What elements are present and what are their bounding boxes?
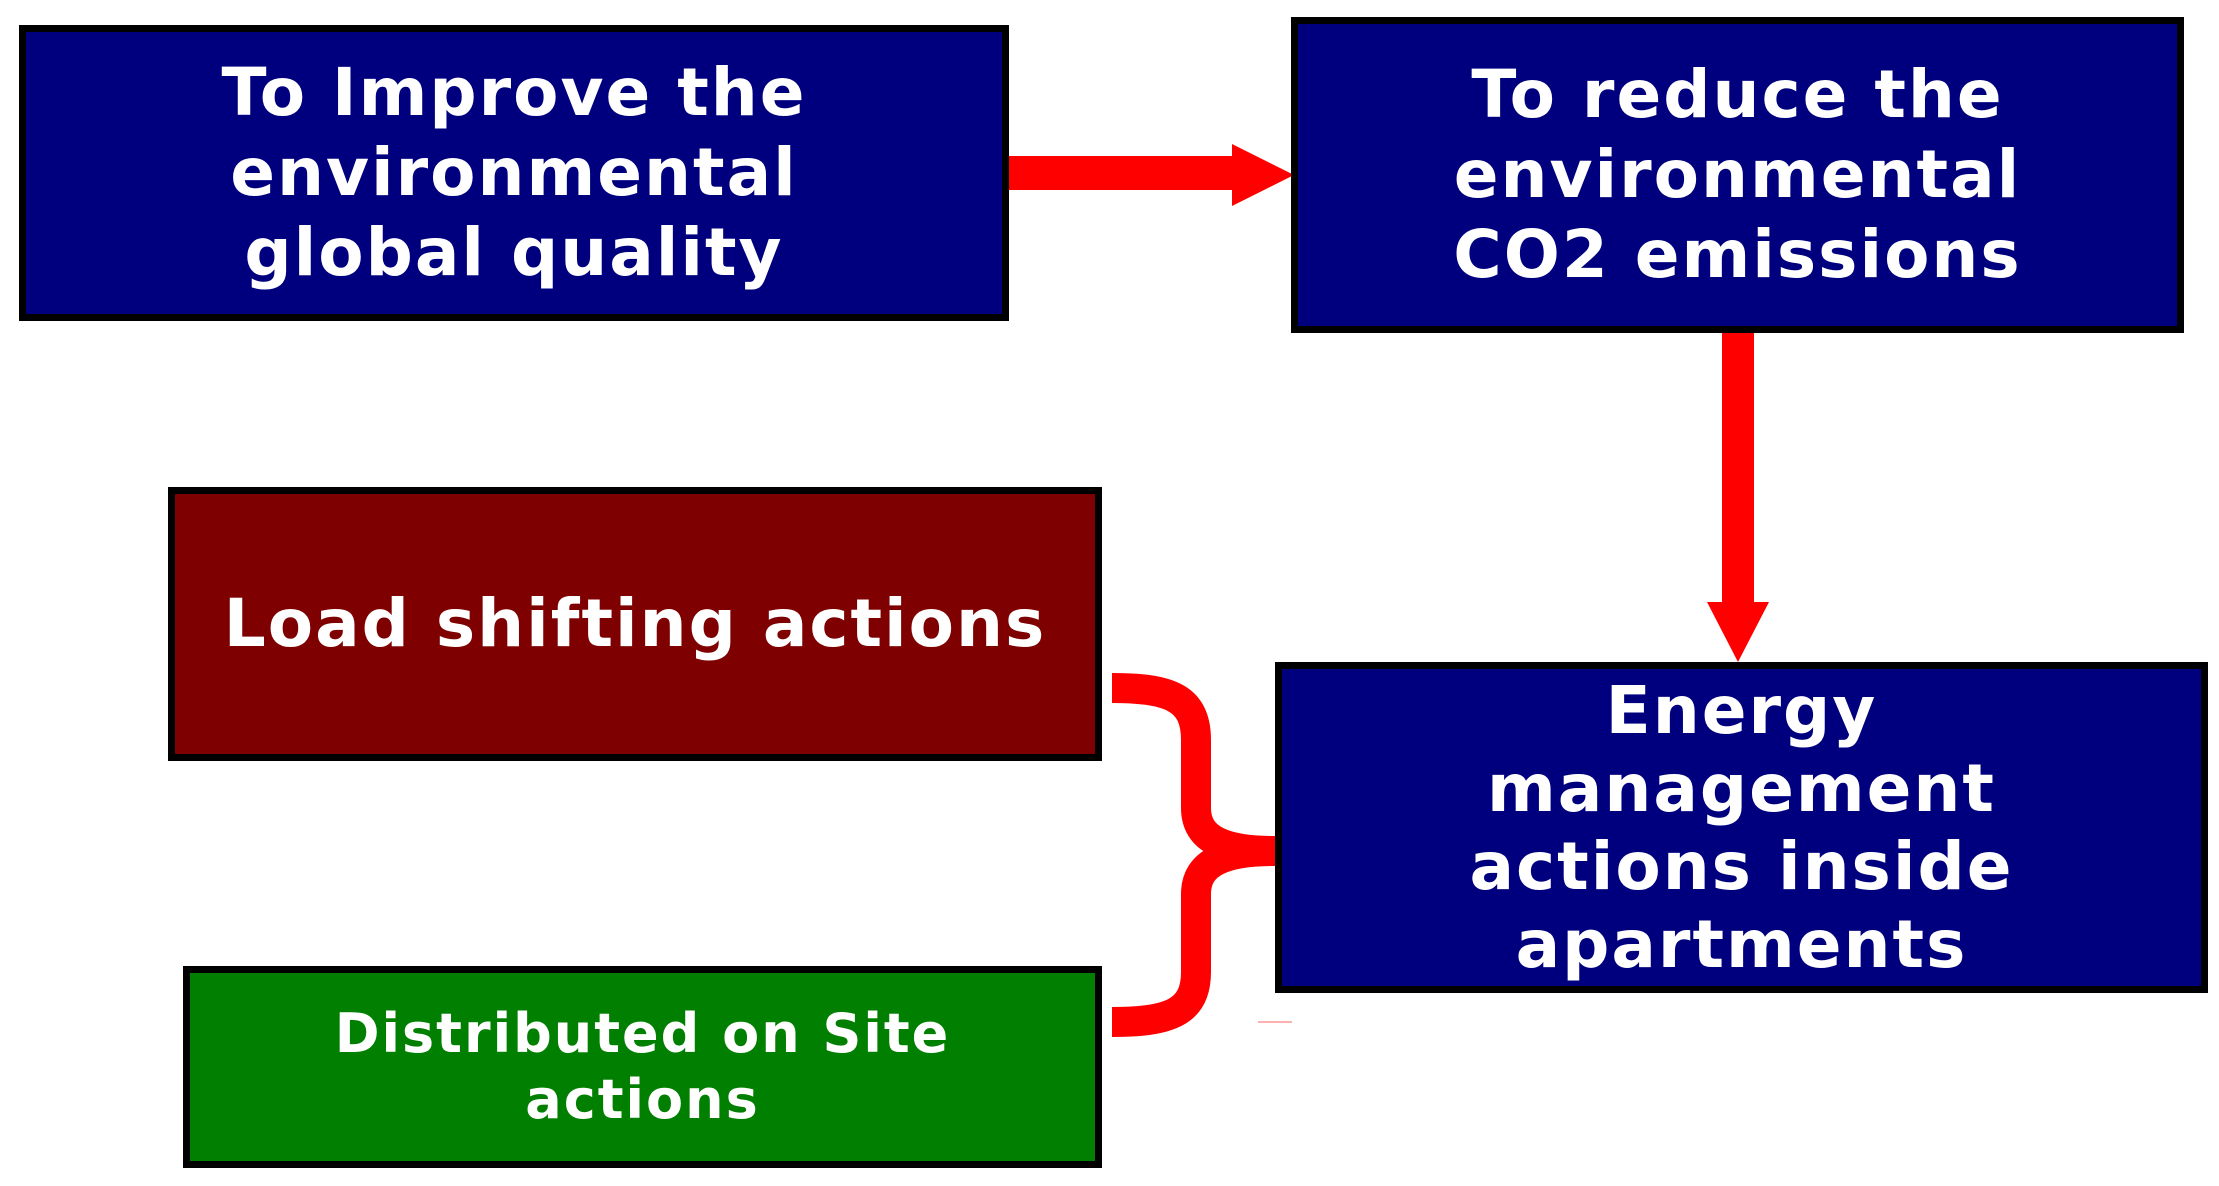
goal-improve-quality-label: To Improve the environmental global qual… xyxy=(221,54,807,291)
load-shifting-box: Load shifting actions xyxy=(168,487,1102,761)
brace-connector xyxy=(1111,673,1290,1037)
energy-management-box: Energy management actions inside apartme… xyxy=(1275,662,2208,993)
goal-improve-quality-box: To Improve the environmental global qual… xyxy=(19,25,1009,321)
load-shifting-label: Load shifting actions xyxy=(223,585,1047,662)
energy-management-label: Energy management actions inside apartme… xyxy=(1469,671,2014,983)
distributed-on-site-box: Distributed on Site actions xyxy=(183,966,1102,1168)
goal-reduce-emissions-label: To reduce the environmental CO2 emission… xyxy=(1453,56,2022,293)
arrow-reduce-to-energy-head xyxy=(1707,602,1769,662)
goal-reduce-emissions-box: To reduce the environmental CO2 emission… xyxy=(1291,17,2184,333)
arrow-improve-to-reduce-head xyxy=(1232,144,1294,206)
distributed-on-site-label: Distributed on Site actions xyxy=(334,1002,951,1131)
